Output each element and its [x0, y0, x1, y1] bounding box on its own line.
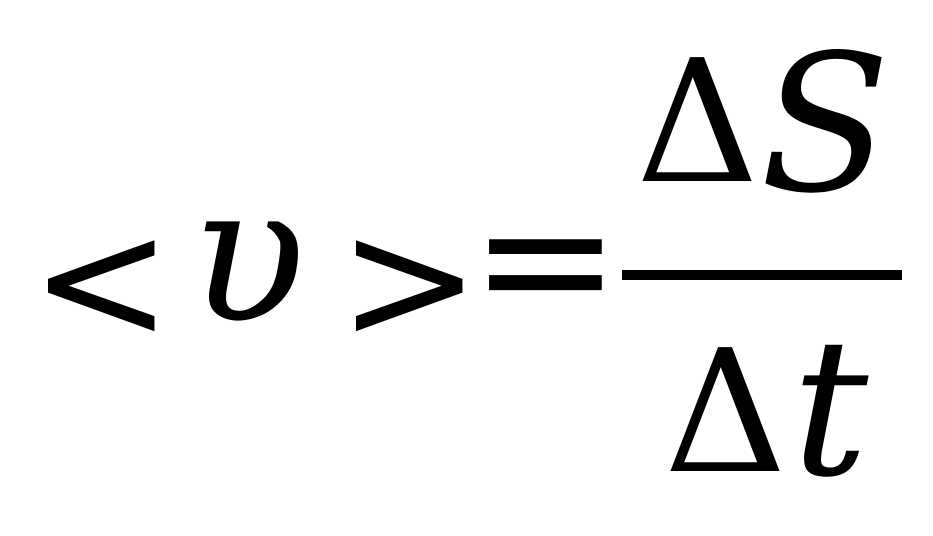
left-angle-bracket: <: [30, 182, 173, 380]
equals-sign: =: [470, 155, 621, 364]
fraction-bar: [622, 270, 902, 280]
right-angle-bracket: >: [338, 182, 481, 380]
denominator-delta: Δ: [664, 314, 787, 512]
velocity-symbol: υ: [190, 144, 306, 365]
denominator-variable-t: t: [792, 298, 869, 519]
numerator-variable-s: S: [760, 14, 891, 235]
numerator-delta: Δ: [636, 24, 759, 222]
